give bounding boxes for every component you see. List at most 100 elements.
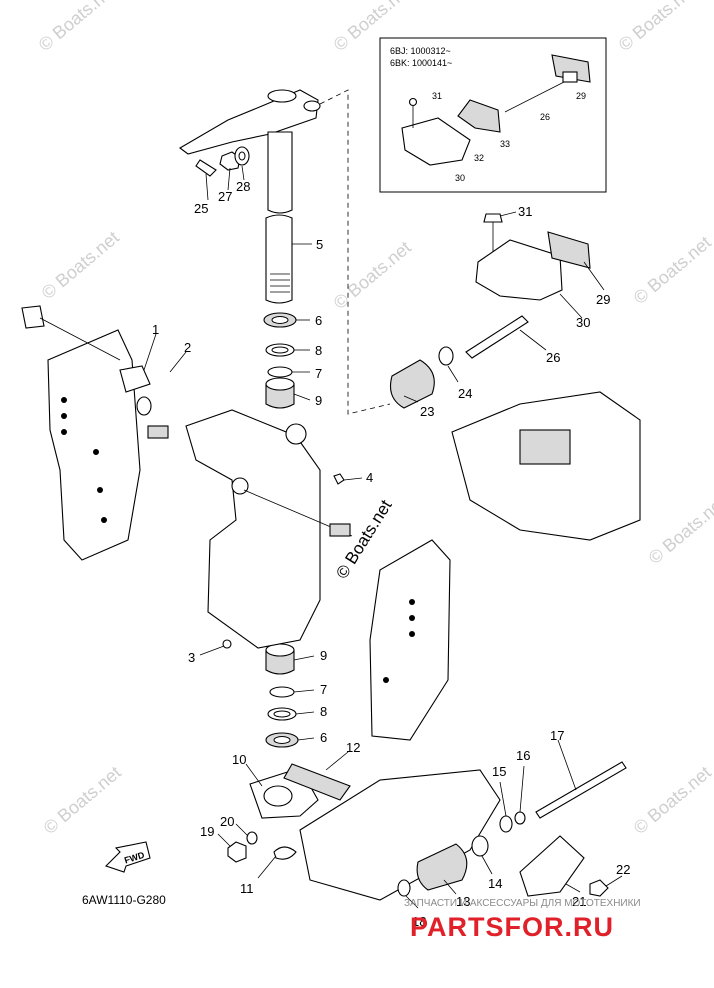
callout-28: 28 <box>236 179 250 194</box>
callout-8-upper: 8 <box>315 343 322 358</box>
callout-21: 21 <box>572 894 586 909</box>
lower-mount-group <box>227 761 627 901</box>
clip-11 <box>273 846 297 860</box>
inset-label-26: 26 <box>540 112 550 122</box>
callout-15: 15 <box>492 764 506 779</box>
housing-upper-right <box>451 391 641 541</box>
mount-holder-30 <box>475 239 563 301</box>
watermark: © Boats.net <box>35 0 120 55</box>
washer-15 <box>499 815 513 833</box>
fwd-arrow: FWD <box>104 841 151 873</box>
callout-30: 30 <box>576 315 590 330</box>
housing-upper <box>451 391 641 541</box>
dashed-reference-line <box>319 89 391 415</box>
bracket-clip-1 <box>119 365 151 393</box>
inset-label-30: 30 <box>455 173 465 183</box>
callout-4: 4 <box>366 470 373 485</box>
callout-6-lower: 6 <box>320 730 327 745</box>
callout-31: 31 <box>518 204 532 219</box>
callout-6-upper: 6 <box>315 313 322 328</box>
hardware-25-27-28 <box>195 146 250 177</box>
grease-nipple-4 <box>333 473 345 485</box>
callout-22: 22 <box>616 862 630 877</box>
callout-9-lower: 9 <box>320 648 327 663</box>
lower-housing <box>299 769 501 901</box>
callout-7-upper: 7 <box>315 366 322 381</box>
bushing-left <box>147 425 169 439</box>
watermark: © Boats.net <box>40 762 125 838</box>
bolt-3 <box>222 639 232 649</box>
inset-label-33: 33 <box>500 139 510 149</box>
inset-bolt-31 <box>408 97 418 107</box>
leader-lines <box>143 165 623 909</box>
bushing-right <box>329 523 351 537</box>
inset-label-29: 29 <box>576 91 586 101</box>
swivel-bracket <box>185 409 353 649</box>
callout-3: 3 <box>188 650 195 665</box>
cotter-pin-25 <box>195 159 217 177</box>
center-column-parts <box>263 312 299 748</box>
brand-name: PARTSFOR.RU <box>410 912 614 942</box>
callout-12: 12 <box>346 740 360 755</box>
bolt-22 <box>589 879 609 897</box>
plate-12 <box>283 763 351 801</box>
watermark: © Boats.net <box>615 0 700 55</box>
brand-logo: ЗАПЧАСТИ И АКСЕССУАРЫ ДЛЯ МОТОТЕХНИКИ PA… <box>404 898 641 942</box>
callout-26: 26 <box>546 350 560 365</box>
bushing-9-lower <box>265 649 295 675</box>
swivel-bracket-body <box>185 409 321 649</box>
callout-1: 1 <box>152 322 159 337</box>
bolt-17 <box>535 761 627 819</box>
callout-17: 17 <box>550 728 564 743</box>
callout-14: 14 <box>488 876 502 891</box>
upper-mount-group <box>389 213 591 409</box>
clamp-bracket-left <box>21 305 169 561</box>
inset-label-31: 31 <box>432 91 442 101</box>
callout-8-lower: 8 <box>320 704 327 719</box>
bolt-26 <box>465 315 529 359</box>
nut-19 <box>227 841 247 863</box>
inset-serial-2: 6BK: 1000141~ <box>390 58 452 68</box>
bracket-21 <box>519 835 585 897</box>
inset-serial-1: 6BJ: 1000312~ <box>390 46 451 56</box>
callout-11: 11 <box>240 881 254 896</box>
plate-29 <box>547 231 591 269</box>
steering-arm-group <box>179 89 321 304</box>
inset-box: 6BJ: 1000312~ 6BK: 1000141~ 31 29 26 32 … <box>379 37 607 193</box>
callout-29: 29 <box>596 292 610 307</box>
callout-7-lower: 7 <box>320 682 327 697</box>
callout-16: 16 <box>516 748 530 763</box>
callout-10: 10 <box>232 752 246 767</box>
o-ring-7-lower <box>269 686 295 698</box>
callout-labels: 1 2 3 4 5 6 8 7 9 9 7 8 6 10 11 12 13 14… <box>152 179 630 929</box>
steering-shaft <box>265 214 293 304</box>
fwd-arrow-shape <box>104 841 151 873</box>
watermark: © Boats.net <box>330 237 415 313</box>
washer-24 <box>438 346 454 366</box>
callout-25: 25 <box>194 201 208 216</box>
callout-27: 27 <box>218 189 232 204</box>
bushing-9-upper <box>265 383 295 409</box>
watermark: © Boats.net <box>630 232 714 308</box>
callout-20: 20 <box>220 814 234 829</box>
callout-23: 23 <box>420 404 434 419</box>
nut-16 <box>514 811 526 825</box>
inset-bracket-32 <box>457 99 501 133</box>
callout-5: 5 <box>316 237 323 252</box>
washer-14 <box>471 835 489 857</box>
inset-holder-30 <box>401 117 471 166</box>
connector-plug <box>21 305 45 329</box>
damper-23 <box>389 359 435 409</box>
watermark: © Boats.net <box>645 492 714 568</box>
inset-plate-29 <box>551 54 591 83</box>
callout-2: 2 <box>184 340 191 355</box>
callout-13: 13 <box>456 894 470 909</box>
watermark: © Boats.net <box>630 762 714 838</box>
callout-18: 18 <box>412 914 426 929</box>
callout-19: 19 <box>200 824 214 839</box>
housing-port <box>519 429 571 465</box>
shaft-upper <box>267 131 293 214</box>
inset-bolt-head-26 <box>562 71 578 83</box>
brand-tagline: ЗАПЧАСТИ И АКСЕССУАРЫ ДЛЯ МОТОТЕХНИКИ <box>404 898 641 909</box>
